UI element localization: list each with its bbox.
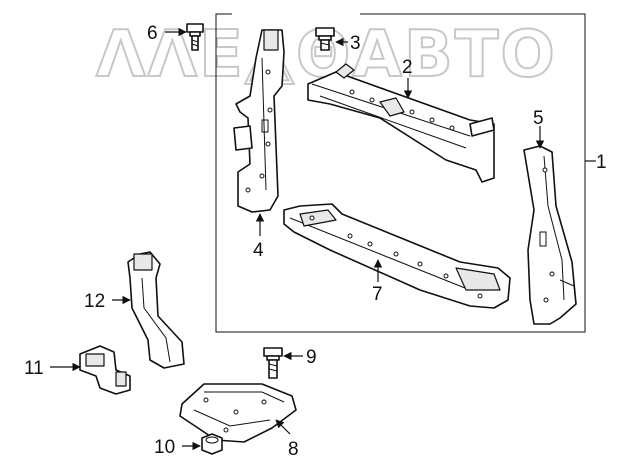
bolt-icon [315, 27, 335, 51]
lower-crossmember [283, 203, 511, 309]
callout-8: 8 [288, 439, 299, 460]
callout-5: 5 [533, 108, 544, 129]
callout-11: 11 [24, 358, 44, 379]
assembly-frame [215, 13, 586, 333]
callout-7: 7 [372, 284, 383, 305]
nut-icon [201, 433, 223, 455]
left-support [233, 29, 285, 213]
callout-6: 6 [147, 23, 158, 44]
sensor-icon [79, 345, 131, 395]
bolt-icon [186, 23, 204, 51]
under-cover [179, 383, 297, 443]
lower-left-bracket [127, 251, 185, 369]
leader-8 [275, 419, 291, 435]
right-support [523, 145, 577, 325]
callout-9: 9 [306, 347, 317, 368]
callout-1: 1 [596, 152, 607, 173]
callout-2: 2 [402, 57, 413, 78]
callout-4: 4 [253, 240, 264, 261]
bolt-icon [263, 347, 283, 379]
upper-crossmember [307, 63, 495, 183]
callout-12: 12 [84, 291, 105, 312]
callout-3: 3 [350, 33, 361, 54]
callout-10: 10 [154, 437, 175, 458]
